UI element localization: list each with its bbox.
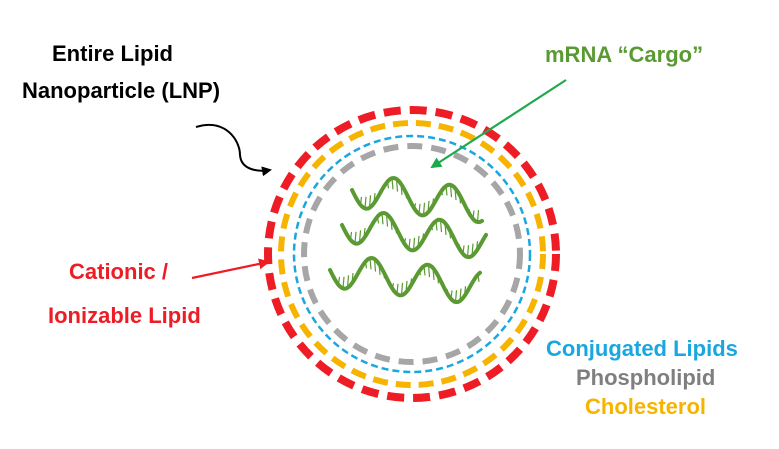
- mrna-strands: [328, 175, 488, 305]
- cholesterol-ring: [278, 120, 546, 388]
- phospholipid-ring: [301, 143, 523, 365]
- mrna-helix-icon: [340, 210, 488, 260]
- mrna-backbone: [328, 255, 482, 305]
- lnp-label-line1: Entire Lipid: [52, 41, 173, 66]
- mrna-backbone: [350, 175, 484, 225]
- legend-phospholipid: Phospholipid: [576, 365, 715, 390]
- cationic-lipid-ring: [264, 106, 560, 402]
- mrna-arrow: [430, 79, 567, 169]
- mrna-label: mRNA “Cargo”: [545, 42, 703, 67]
- mrna-helix-icon: [328, 255, 482, 305]
- cationic-lipid-label-line2: Ionizable Lipid: [48, 303, 201, 328]
- cationic-lipid-label-line1: Cationic /: [69, 259, 168, 284]
- legend-conjugated-lipids: Conjugated Lipids: [546, 336, 738, 361]
- conjugated-lipids-ring: [292, 134, 532, 374]
- mrna-backbone: [340, 210, 488, 260]
- curved-arrow-icon: [195, 124, 272, 177]
- legend-cholesterol: Cholesterol: [585, 394, 706, 419]
- lnp-label-line2: Nanoparticle (LNP): [22, 78, 220, 103]
- cationic-lipid-arrow: [191, 258, 270, 280]
- mrna-helix-icon: [350, 175, 484, 225]
